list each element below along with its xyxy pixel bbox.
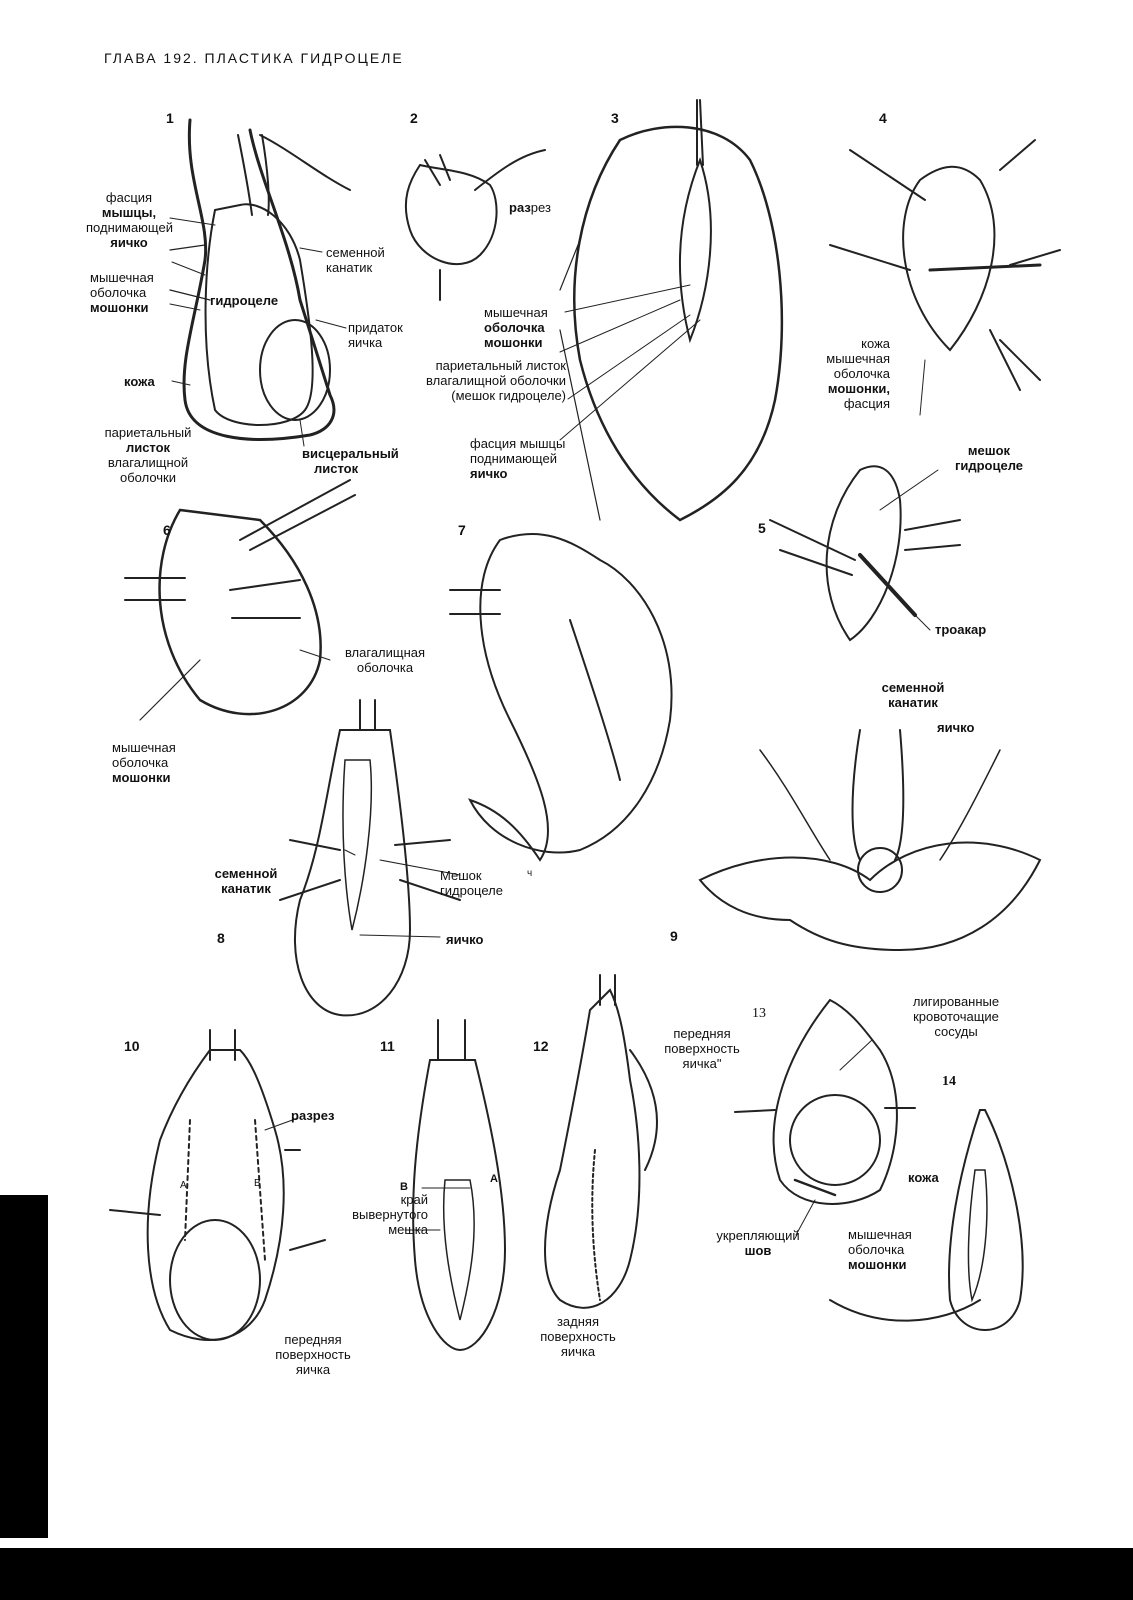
figure-4-number: 4 <box>879 110 887 126</box>
figure-11-drawing <box>412 1019 507 1352</box>
leader-lines <box>169 217 939 1236</box>
figure-13-number: 13 <box>752 1006 766 1021</box>
scan-edge-bottom <box>0 1548 1133 1600</box>
figure-6-number: 6 <box>163 522 171 538</box>
figure-10-number: 10 <box>124 1038 140 1054</box>
figure-1-number: 1 <box>166 110 174 126</box>
fig14-skin-label: кожа <box>908 1170 939 1185</box>
figure-3-drawing <box>559 99 784 522</box>
figure-2-drawing <box>404 149 546 301</box>
fig3-parietal-label: париетальный листок влагалищной оболочки… <box>426 358 566 403</box>
fig3-muscular-label: мышечная оболочка мошонки <box>484 305 548 350</box>
fig1-spermatic-label: семенной канатик <box>326 245 385 275</box>
figure-14-drawing <box>829 1109 1024 1331</box>
figure-14-number: 14 <box>942 1074 956 1089</box>
figure-11-number: 11 <box>380 1038 395 1054</box>
fig11-edge-label: край вывернутого мешка <box>352 1192 428 1237</box>
fig5-trocar-label: троакар <box>935 622 987 637</box>
fig8-sac-label: Мешок гидроцеле <box>440 868 503 898</box>
figure-5-drawing <box>769 465 961 642</box>
figure-8-drawing <box>279 699 461 1017</box>
fig4-layers-label: кожа мышечная оболочка мошонки, фасция <box>826 336 890 411</box>
figure-9-drawing <box>698 729 1042 952</box>
stray-mark: ч <box>527 868 533 879</box>
page-title: ГЛАВА 192. ПЛАСТИКА ГИДРОЦЕЛЕ <box>104 50 404 66</box>
fig10-b-marker: В <box>254 1178 261 1189</box>
fig10-incision-label: разрез <box>291 1108 335 1123</box>
fig1-hydrocele-label: гидроцеле <box>210 293 279 308</box>
fig13-suture-label: укрепляющий шов <box>716 1228 800 1258</box>
figure-6-drawing <box>124 479 356 721</box>
figure-4-drawing <box>829 139 1061 391</box>
figure-12-drawing <box>544 974 658 1309</box>
fig12-posterior-label: задняя поверхность яичка <box>540 1314 616 1359</box>
figure-5-number: 5 <box>758 520 766 536</box>
figure-10-drawing <box>109 1029 326 1341</box>
fig8-spermatic-label: семенной канатик <box>214 866 278 896</box>
fig6-vaginal-label: влагалищная оболочка <box>344 645 426 675</box>
fig1-epididymis-label: придаток яичка <box>348 320 403 350</box>
fig11-a-marker: А <box>490 1173 498 1185</box>
figure-13-drawing <box>734 998 916 1205</box>
fig5-sac-label: мешок гидроцеле <box>954 443 1024 473</box>
scan-edge-left <box>0 1195 48 1538</box>
figure-3-number: 3 <box>611 110 619 126</box>
figure-7-number: 7 <box>458 522 466 538</box>
fig1-skin-label: кожа <box>124 374 155 389</box>
figure-12-number: 12 <box>533 1038 549 1054</box>
fig9-spermatic-label: семенной канатик <box>881 680 945 710</box>
fig14-muscular-label: мышечная оболочка мошонки <box>848 1227 912 1272</box>
figure-1-drawing <box>169 118 351 441</box>
fig3-fascia-label: фасция мышцы поднимающей яичко <box>470 436 566 481</box>
fig2-incision-label: разрез <box>509 200 551 215</box>
fig10-a-marker: А <box>180 1180 187 1191</box>
figure-7-drawing <box>449 532 673 862</box>
fig11-b-marker: В <box>400 1181 408 1193</box>
fig1-fascia-label: фасция мышцы, поднимающей яичко <box>86 190 173 250</box>
fig1-muscular-label: мышечная оболочка мошонки <box>90 270 154 315</box>
fig6-muscular-label: мышечная оболочка мошонки <box>112 740 176 785</box>
fig9-testis-label: яичко <box>937 720 975 735</box>
fig1-visceral-label: висцеральный листок <box>302 446 399 476</box>
fig8-testis-label: яичко <box>446 932 484 947</box>
figure-2-number: 2 <box>410 110 418 126</box>
fig13-anterior-label: передняя поверхность яичка" <box>664 1026 740 1071</box>
fig10-anterior-label: передняя поверхность яичка <box>275 1332 351 1377</box>
fig1-parietal-label: париетальный листок влагалищной оболочки <box>104 425 192 485</box>
figure-9-number: 9 <box>670 928 678 944</box>
fig13-ligated-label: лигированные кровоточащие сосуды <box>912 994 1000 1039</box>
figure-8-number: 8 <box>217 930 225 946</box>
